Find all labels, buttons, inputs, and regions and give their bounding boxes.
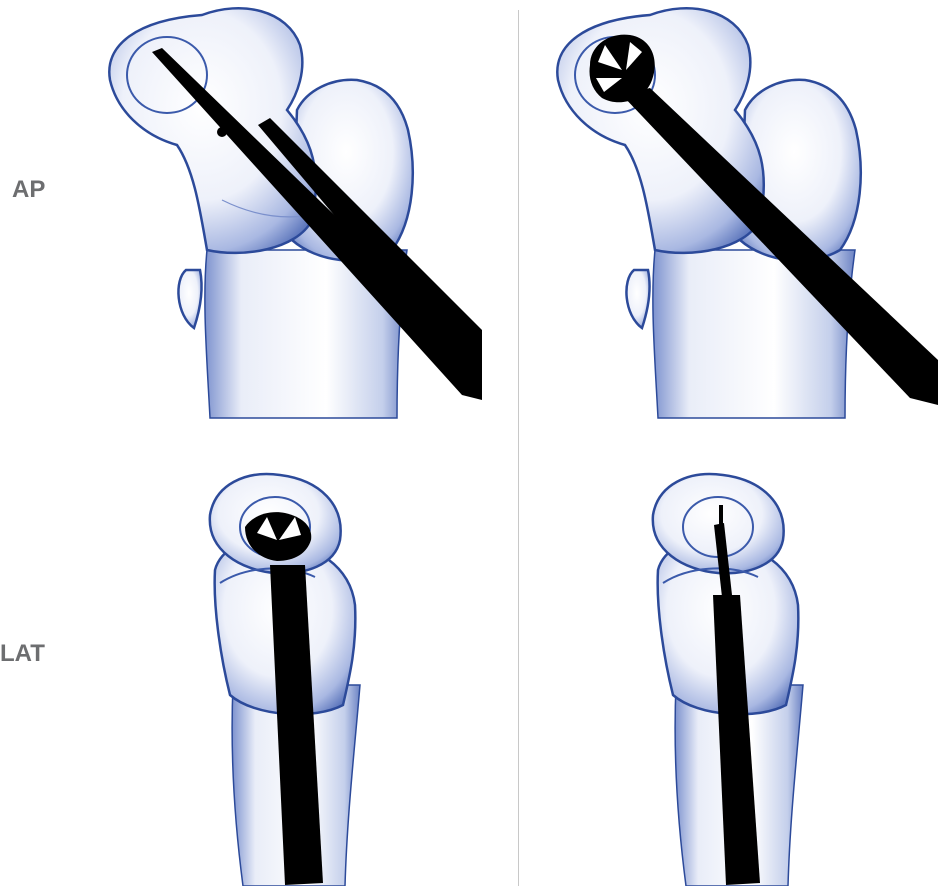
ap-view-label: AP bbox=[12, 176, 45, 204]
femur-lat-guide-pin-figure bbox=[618, 455, 828, 886]
lat-view-label: LAT bbox=[0, 640, 45, 668]
femur-bone-ap bbox=[109, 8, 412, 418]
femur-lat-reamer-figure bbox=[175, 455, 385, 886]
ap-reamer-panel bbox=[530, 0, 940, 420]
lat-guide-pin-panel bbox=[618, 455, 828, 886]
femur-ap-reamer-figure bbox=[530, 0, 940, 420]
ap-guide-pin-panel bbox=[82, 0, 492, 420]
column-divider bbox=[518, 10, 519, 886]
lat-reamer-panel bbox=[175, 455, 385, 886]
femur-ap-guide-pin-figure bbox=[82, 0, 492, 420]
